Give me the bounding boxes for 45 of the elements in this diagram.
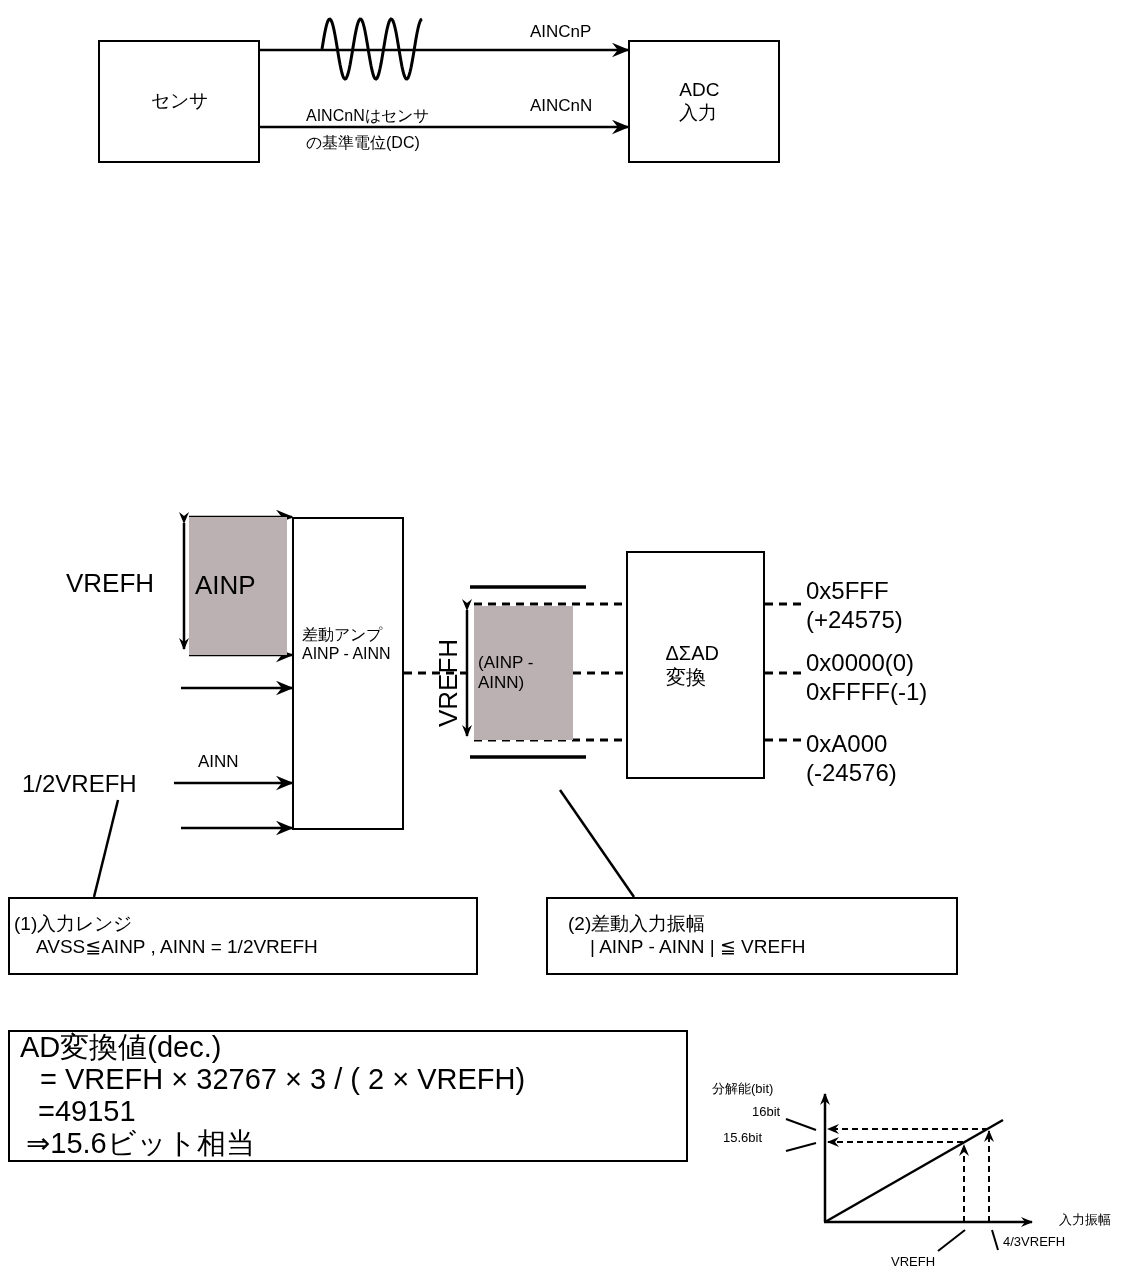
- leader-line: [92, 799, 120, 898]
- vertical-label: VREFH: [434, 638, 462, 727]
- text-label: VREFH: [891, 1254, 936, 1270]
- arrow: [260, 119, 630, 135]
- node-text: AVSS≦AINP , AINN = 1/2VREFH: [36, 936, 318, 959]
- block-box: [292, 517, 404, 830]
- node-label: 差動アンプ: [302, 625, 382, 645]
- shaded-region: [189, 517, 287, 655]
- arrow: [181, 820, 294, 836]
- block-box: [8, 1030, 688, 1162]
- arrow: [260, 42, 630, 58]
- text-label: 4/3VREFH: [1003, 1234, 1066, 1250]
- block-box: [628, 40, 780, 163]
- block-box: [8, 897, 478, 975]
- node-label: ADC入力: [679, 78, 721, 125]
- text-label: 15.6bit: [723, 1130, 763, 1146]
- text-label: 16bit: [752, 1104, 781, 1120]
- block-box: [626, 551, 765, 779]
- node-label: 1/2VREFH: [22, 769, 137, 799]
- text-label: 入力振幅: [1059, 1212, 1111, 1228]
- block-box: [546, 897, 958, 975]
- text-label: AINCnNはセンサの基準電位(DC): [306, 106, 430, 153]
- node-text: AINP - AINN: [302, 644, 391, 664]
- shaded-region: [474, 606, 573, 740]
- node-label: センサ: [150, 90, 208, 113]
- arrow: [174, 775, 294, 791]
- text-label: 分解能(bit): [712, 1081, 774, 1097]
- text-label: VREFH: [66, 568, 155, 600]
- node-text: =49151: [38, 1096, 136, 1128]
- node-text: = VREFH × 32767 × 3 / ( 2 × VREFH): [40, 1064, 526, 1096]
- node-label: 0x0000(0) 0xFFFF(-1): [806, 649, 929, 707]
- dashed-connector: [573, 671, 626, 675]
- node-label: 0xA000 (-24576): [806, 730, 898, 788]
- leader-line: [558, 789, 636, 898]
- node-text: | AINP - AINN | ≦ VREFH: [590, 936, 806, 959]
- node-label: (AINP - AINN): [478, 652, 535, 694]
- node-label: ΔΣAD変換: [665, 641, 720, 689]
- node-label: AINP: [195, 570, 256, 602]
- node-label: 0x5FFF (+24575): [806, 577, 904, 635]
- node-label: AD変換値(dec.): [20, 1032, 222, 1065]
- node-text: ⇒15.6ビット相当: [26, 1127, 255, 1160]
- node-label: (2)差動入力振幅: [568, 913, 706, 936]
- block-box: [98, 40, 260, 163]
- arrow: [181, 680, 294, 696]
- node-label: (1)入力レンジ: [14, 913, 133, 936]
